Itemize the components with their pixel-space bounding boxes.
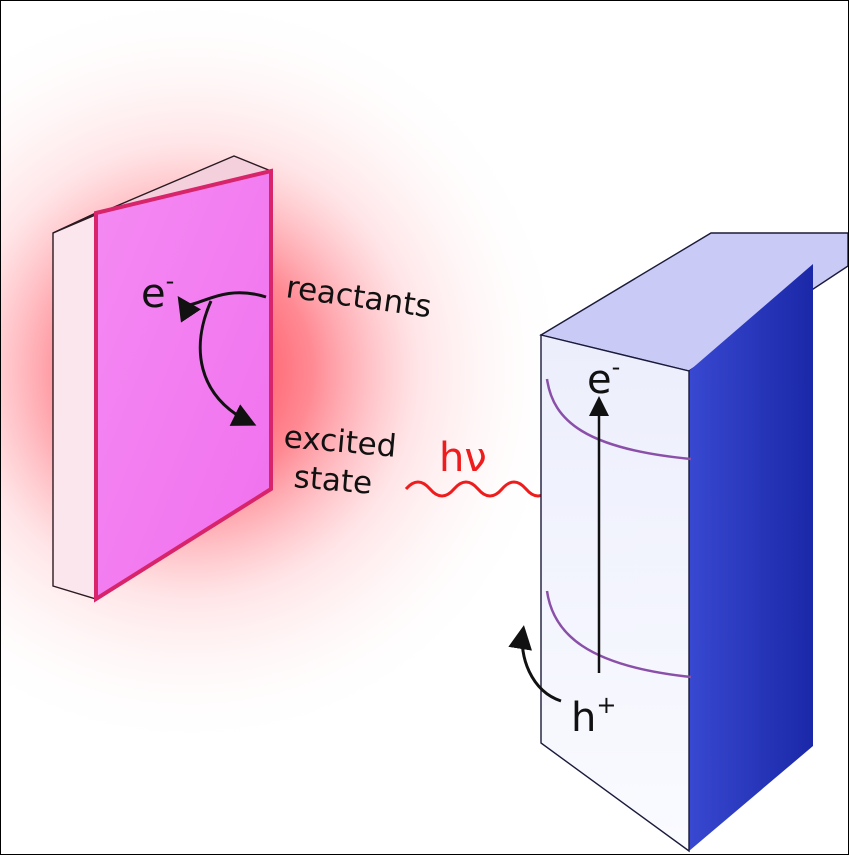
emitter-plate bbox=[52, 155, 274, 603]
hole-label: h+ bbox=[571, 691, 616, 741]
arrow-to-excited-state bbox=[198, 300, 257, 426]
conduction-band-curve bbox=[545, 378, 692, 461]
block-front-face bbox=[540, 334, 690, 853]
valence-band-curve bbox=[545, 590, 692, 679]
state-label: state bbox=[292, 459, 373, 502]
hole-transfer-arrow bbox=[508, 625, 562, 703]
plate-side-edge bbox=[52, 211, 97, 600]
plate-face bbox=[94, 168, 273, 603]
semiconductor-block bbox=[539, 232, 848, 853]
photon-label: hν bbox=[439, 435, 487, 481]
electron-left-label: e- bbox=[141, 267, 174, 317]
block-side-face bbox=[689, 264, 813, 851]
electron-right-label: e- bbox=[587, 353, 620, 403]
arrow-to-electron-left bbox=[177, 291, 267, 323]
